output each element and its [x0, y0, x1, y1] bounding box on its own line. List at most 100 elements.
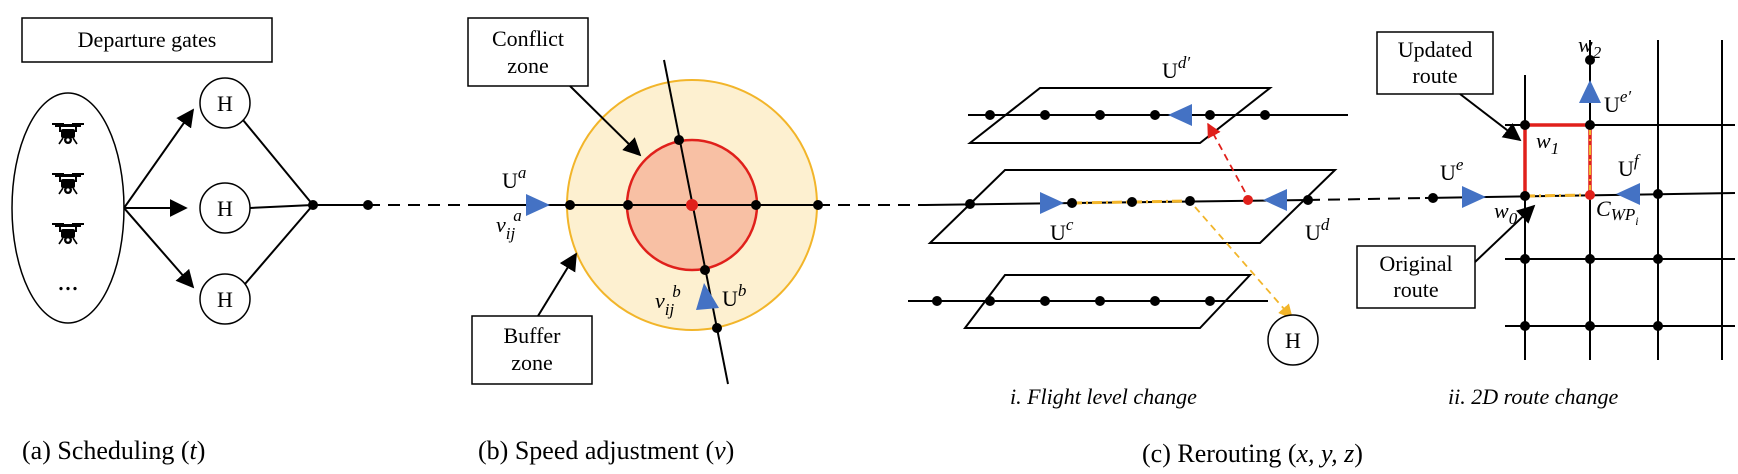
merge-edge — [244, 204, 314, 285]
waypoint-node — [1585, 120, 1595, 130]
waypoint-node — [623, 200, 633, 210]
waypoint-node — [1520, 191, 1530, 201]
uav-c-arrow — [1040, 192, 1064, 214]
waypoint-node — [1653, 189, 1663, 199]
uav-e-label: Ue — [1440, 155, 1464, 185]
uav-a-label: Ua — [502, 163, 526, 193]
waypoint-node — [1205, 110, 1215, 120]
conflict-waypoint-label: CWPi — [1596, 196, 1639, 228]
waypoint-node — [985, 110, 995, 120]
buffer-zone-label: zone — [511, 350, 553, 375]
waypoint-node — [363, 200, 373, 210]
scheduling-caption: (a) Scheduling (t) — [22, 436, 205, 465]
waypoint-node — [1095, 110, 1105, 120]
updated-route-callout — [1376, 31, 1494, 95]
conflict-point — [1243, 195, 1253, 205]
updated-route-path — [1523, 123, 1592, 196]
waypoint-node — [751, 200, 761, 210]
uav-e-arrow — [1462, 186, 1486, 208]
uav-b-arrow — [696, 283, 719, 310]
waypoint-node — [1653, 254, 1663, 264]
waypoint-node — [1040, 110, 1050, 120]
original-route-callout — [1356, 245, 1476, 309]
waypoint-node — [1428, 193, 1438, 203]
updated-route-label: route — [1412, 63, 1457, 88]
speed-panel: Ua vija Ub vijb Conflict zone Buffer zon… — [467, 17, 925, 465]
departure-gates-box — [21, 17, 273, 63]
uav-d-prime-label: Ud′ — [1162, 53, 1190, 83]
uav-e-prime-label: Ue′ — [1604, 87, 1631, 117]
waypoint-node — [1095, 296, 1105, 306]
waypoint-node — [1585, 321, 1595, 331]
scheduling-panel: Departure gates ... H H H (a) Scheduling — [11, 17, 480, 465]
original-route-segment — [1524, 193, 1591, 198]
flight-level-panel: Ud′ Uc Ud H i. Flight level change — [908, 53, 1426, 409]
landing-arrow — [1194, 206, 1293, 320]
uav-d-label: Ud — [1305, 215, 1330, 245]
route-change-caption: ii. 2D route change — [1448, 384, 1618, 409]
callout-arrow — [1474, 204, 1536, 263]
hub-node: H — [199, 273, 251, 325]
hub-node: H — [199, 77, 251, 129]
merge-edge — [249, 204, 314, 209]
dispatch-arrow — [123, 207, 195, 289]
original-route-label: route — [1393, 277, 1438, 302]
waypoint-node — [1585, 55, 1595, 65]
uav-f-arrow — [1616, 183, 1640, 205]
waypoint-node — [1185, 196, 1195, 206]
svg-text:H: H — [217, 196, 233, 221]
waypoint-node — [565, 200, 575, 210]
flight-level-caption: i. Flight level change — [1010, 384, 1197, 409]
callout-arrow — [537, 252, 577, 317]
waypoint-node — [932, 296, 942, 306]
uav-c-label: Uc — [1050, 215, 1074, 245]
waypoint-node — [712, 323, 722, 333]
departure-gates-label: Departure gates — [78, 27, 217, 52]
speed-caption: (b) Speed adjustment (v) — [478, 436, 734, 465]
level-change-arrow — [1207, 122, 1246, 193]
waypoint-node — [700, 265, 710, 275]
route-change-panel: Ue Ue′ Uf w0 w1 w2 CWPi Updated route Or… — [1356, 31, 1736, 409]
updated-route-label: Updated — [1398, 37, 1473, 62]
callout-arrow — [569, 85, 642, 157]
original-route-label: Original — [1379, 251, 1452, 276]
waypoint-node — [1150, 296, 1160, 306]
merge-edge — [242, 119, 314, 206]
conflict-point — [686, 199, 698, 211]
waypoint-node — [1127, 197, 1137, 207]
waypoint-node — [1067, 198, 1077, 208]
waypoint-node — [813, 200, 823, 210]
uav-b-label: Ub — [722, 281, 746, 311]
waypoint-node — [1585, 254, 1595, 264]
uav-a-arrow — [526, 194, 550, 216]
dispatch-arrow — [123, 108, 195, 209]
route-dashed-edge — [1307, 197, 1426, 201]
waypoint-node — [1520, 254, 1530, 264]
more-drones-ellipsis: ... — [58, 266, 79, 297]
waypoint-w0-label: w0 — [1494, 198, 1518, 228]
svg-text:H: H — [217, 287, 233, 312]
waypoint-node — [1040, 296, 1050, 306]
waypoint-w1-label: w1 — [1536, 128, 1559, 158]
svg-text:H: H — [217, 91, 233, 116]
waypoint-node — [1653, 321, 1663, 331]
rerouting-caption: (c) Rerouting (x, y, z) — [1142, 439, 1363, 468]
waypoint-node — [965, 199, 975, 209]
waypoint-node — [985, 296, 995, 306]
callout-arrow — [1459, 93, 1522, 142]
svg-text:H: H — [1285, 328, 1301, 353]
conflict-point — [1585, 190, 1595, 200]
waypoint-node — [1260, 110, 1270, 120]
waypoint-w2-label: w2 — [1578, 32, 1602, 62]
conflict-zone-label: zone — [507, 53, 549, 78]
waypoint-node — [1303, 195, 1313, 205]
waypoint-node — [1520, 120, 1530, 130]
uav-f-label: Uf — [1618, 151, 1641, 181]
buffer-zone-label: Buffer — [503, 323, 561, 348]
uav-d-prime-arrow — [1168, 104, 1192, 126]
hub-node: H — [199, 182, 251, 234]
speed-b-label: vijb — [655, 282, 681, 319]
waypoint-node — [1520, 321, 1530, 331]
waypoint-node — [674, 135, 684, 145]
speed-a-label: vija — [496, 206, 522, 243]
